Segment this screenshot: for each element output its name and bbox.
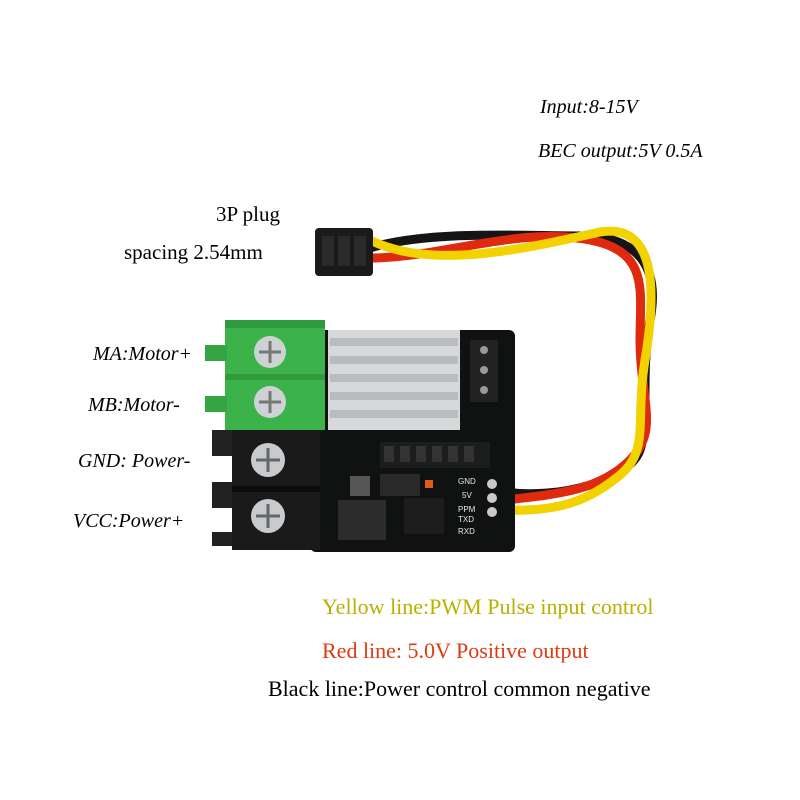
red-wire-description: Red line: 5.0V Positive output — [322, 638, 589, 663]
pin-label-txd: TXD — [458, 515, 474, 524]
gnd-terminal-label: GND: Power- — [78, 450, 191, 472]
heatsink — [328, 330, 460, 430]
smd-components — [338, 442, 490, 540]
header-pins — [470, 340, 498, 402]
plug-title-label: 3P plug — [216, 202, 280, 226]
black-wire-description: Black line:Power control common negative — [268, 676, 651, 701]
pin-silkscreen: GND 5V PPM TXD RXD — [458, 477, 476, 536]
power-terminal-block — [212, 430, 320, 550]
mb-terminal-label: MB:Motor- — [88, 394, 180, 416]
twisted-cable — [365, 226, 657, 515]
ma-terminal-label: MA:Motor+ — [93, 343, 193, 365]
motor-terminal-block — [205, 320, 325, 430]
plug-spacing-label: spacing 2.54mm — [124, 240, 263, 264]
pin-label-rxd: RXD — [458, 527, 475, 536]
pin-label-gnd: GND — [458, 477, 476, 486]
three-pin-plug — [315, 228, 373, 276]
pin-label-ppm: PPM — [458, 505, 476, 514]
bec-output-spec: BEC output:5V 0.5A — [538, 140, 703, 162]
yellow-wire-description: Yellow line:PWM Pulse input control — [322, 594, 654, 619]
input-voltage-spec: Input:8-15V — [540, 96, 638, 118]
pin-label-5v: 5V — [462, 491, 472, 500]
solder-pads — [487, 479, 497, 517]
vcc-terminal-label: VCC:Power+ — [73, 510, 185, 532]
